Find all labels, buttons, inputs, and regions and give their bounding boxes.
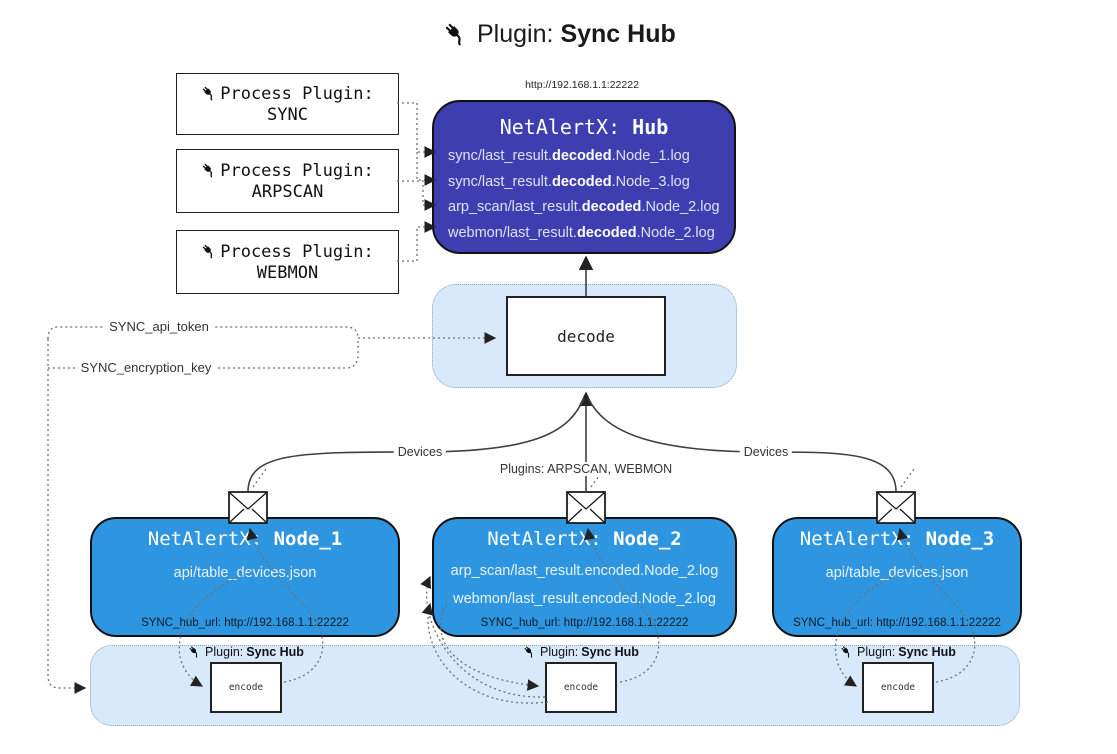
node-file: arp_scan/last_result.encoded.Node_2.log [450,563,719,579]
hub-title-bold: Hub [632,115,669,139]
encode-label: encode [228,682,264,693]
link-key-to-encode-panel [47,339,87,694]
log-prefix: arp_scan/last_result. [448,199,582,215]
process-plugin-sync: Process Plugin: SYNC [176,73,399,135]
log-prefix: webmon/last_result. [448,224,577,241]
encoder-plugin-label: Plugin: Sync Hub [840,645,956,659]
envelope-stub-1 [252,468,267,488]
encoder-plugin-label: Plugin: Sync Hub [523,645,639,659]
hub-log-line: arp_scan/last_result.decoded.Node_2.log [448,195,734,221]
log-suffix: .Node_2.log [641,199,720,215]
node-title-prefix: NetAlertX: [147,528,274,550]
log-bold: decoded [551,173,612,190]
node-2-box: NetAlertX: Node_2 arp_scan/last_result.e… [432,517,737,637]
process-plugin-webmon: Process Plugin: WEBMON [176,230,399,294]
node-file: api/table_devices.json [825,565,969,581]
encoder-plugin-label: Plugin: Sync Hub [188,645,304,659]
node-title-prefix: NetAlertX: [799,528,926,550]
node-title-bold: Node_1 [273,528,343,550]
node-hub-url: SYNC_hub_url: http://192.168.1.1:22222 [480,617,689,629]
page-title: Plugin: Sync Hub [443,20,676,49]
log-bold: decoded [551,148,612,164]
hub-url-label: http://192.168.1.1:22222 [525,79,639,91]
envelope-icon [876,491,916,529]
log-suffix: .Node_3.log [611,173,690,190]
node-1-box: NetAlertX: Node_1 api/table_devices.json… [90,517,400,637]
devices-label-right: Devices [739,445,793,459]
log-suffix: .Node_2.log [636,224,715,241]
sync-encryption-key-label: SYNC_encryption_key [76,360,216,375]
node-3-box: NetAlertX: Node_3 api/table_devices.json… [772,517,1022,637]
process-plugin-webmon-line: Process Plugin: [201,242,374,262]
page-title-prefix: Plugin: [477,20,554,48]
process-plugin-sync-line: Process Plugin: [201,84,374,104]
encoder-plugin-bold: Sync Hub [898,645,956,659]
envelope-icon [228,491,268,529]
link-webmon-to-hub-log [397,221,437,262]
encoder-plugin-prefix: Plugin: [540,645,579,659]
node-file: api/table_devices.json [173,565,317,581]
log-bold: decoded [581,199,642,215]
plugins-label: Plugins: ARPSCAN, WEBMON [495,462,677,476]
encoder-plugin-prefix: Plugin: [857,645,896,659]
hub-title-prefix: NetAlertX: [499,115,633,139]
plug-icon [188,645,201,658]
decode-label: decode [557,326,615,346]
node-hub-url: SYNC_hub_url: http://192.168.1.1:22222 [793,617,1001,629]
log-prefix: sync/last_result. [448,148,552,164]
decode-box: decode [506,296,666,376]
log-bold: decoded [576,224,637,241]
plug-icon [523,645,536,658]
node-hub-url: SYNC_hub_url: http://192.168.1.1:22222 [141,617,349,629]
process-plugin-arpscan: Process Plugin: ARPSCAN [176,149,399,213]
process-plugin-name: ARPSCAN [251,181,324,202]
link-arpscan-to-hub-log [397,180,437,211]
hub-log-line: sync/last_result.decoded.Node_1.log [448,144,734,170]
node-title-bold: Node_2 [613,528,682,550]
envelope-icon [566,491,606,529]
sync-api-token-label: SYNC_api_token [105,319,213,334]
hub-log-list: sync/last_result.decoded.Node_1.log sync… [434,139,734,246]
plug-icon [840,645,853,658]
process-plugin-label: Process Plugin: [220,83,374,104]
process-plugin-label: Process Plugin: [220,241,374,262]
log-prefix: sync/last_result. [448,173,552,190]
encoder-plugin-prefix: Plugin: [205,645,244,659]
encoder-plugin-bold: Sync Hub [581,645,639,659]
process-plugin-name: WEBMON [256,262,319,283]
encoder-plugin-bold: Sync Hub [246,645,304,659]
hub-box: NetAlertX: Hub sync/last_result.decoded.… [432,100,736,254]
process-plugin-name: SYNC [267,104,308,125]
plug-icon [201,162,217,178]
log-suffix: .Node_1.log [611,148,690,164]
node-title-bold: Node_3 [925,528,995,550]
encode-box-2: encode [545,662,617,713]
plug-icon [201,243,217,259]
encode-box-3: encode [862,662,934,713]
plug-icon [201,85,217,101]
node-title-prefix: NetAlertX: [487,528,614,550]
plug-icon [443,21,468,46]
hub-log-line: sync/last_result.decoded.Node_3.log [448,170,734,196]
page-title-bold: Sync Hub [560,20,676,48]
hub-log-line: webmon/last_result.decoded.Node_2.log [448,221,734,247]
process-plugin-label: Process Plugin: [220,160,374,181]
link-sync-to-hub-log-1 [397,102,437,158]
envelope-stub-3 [900,468,915,488]
devices-label-left: Devices [393,445,447,459]
encode-label: encode [563,682,599,693]
encode-box-1: encode [210,662,282,713]
hub-title: NetAlertX: Hub [434,102,734,139]
encode-label: encode [880,682,916,693]
node-file: webmon/last_result.encoded.Node_2.log [453,591,716,607]
process-plugin-arpscan-line: Process Plugin: [201,161,374,181]
